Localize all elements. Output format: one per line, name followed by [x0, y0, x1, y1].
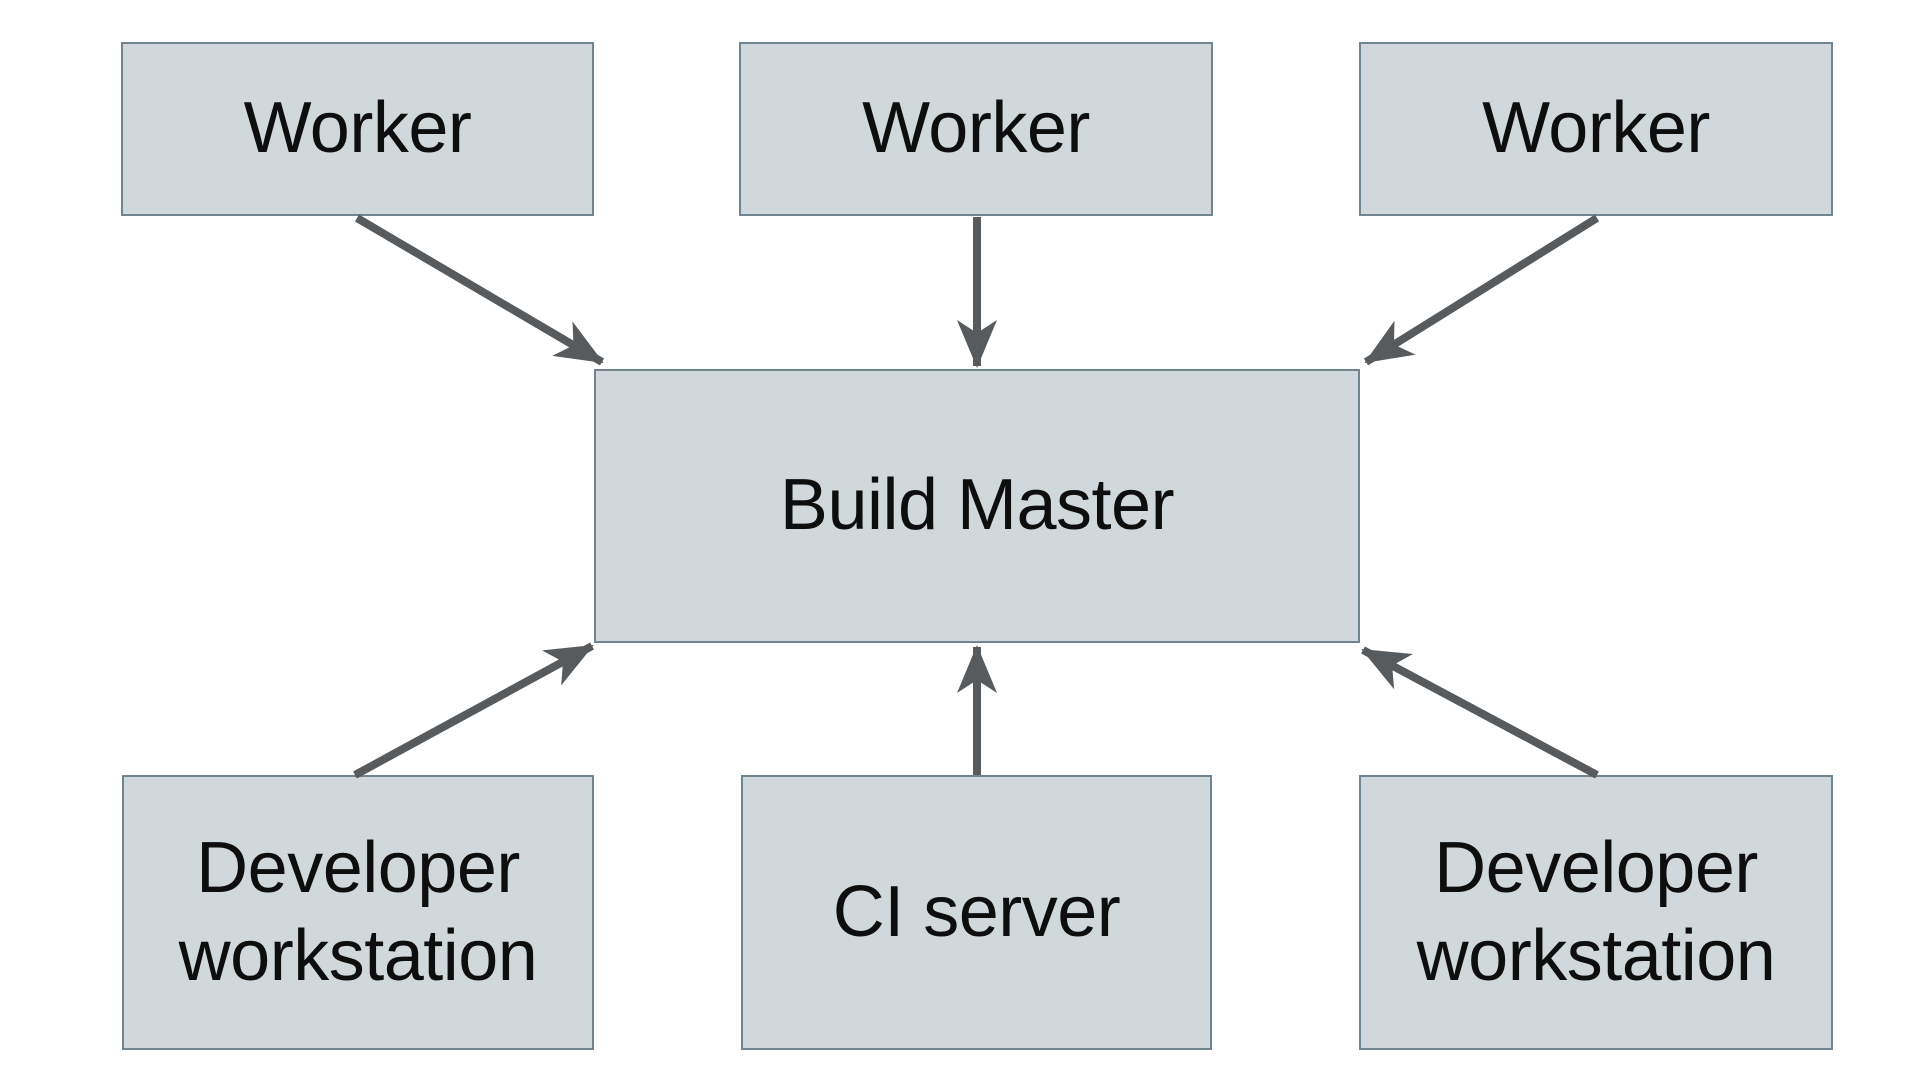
node-build-master-label: Build Master — [779, 465, 1175, 546]
node-worker-1: Worker — [121, 42, 594, 216]
node-developer-workstation-2: Developer workstation — [1359, 775, 1833, 1050]
node-developer-workstation-1: Developer workstation — [122, 775, 594, 1050]
edge-developer-workstation-2-to-build-master — [1361, 646, 1599, 779]
node-developer-workstation-2-label: Developer workstation — [1416, 827, 1776, 996]
node-worker-2-label: Worker — [862, 88, 1090, 169]
node-build-master: Build Master — [594, 369, 1360, 643]
edge-worker-3-to-build-master — [1363, 214, 1600, 366]
node-ci-server-label: CI server — [832, 871, 1121, 952]
edge-developer-workstation-1-to-build-master — [353, 642, 594, 779]
node-ci-server: CI server — [741, 775, 1212, 1050]
edge-worker-1-to-build-master — [354, 214, 605, 366]
node-worker-2: Worker — [739, 42, 1213, 216]
node-developer-workstation-1-label: Developer workstation — [178, 827, 538, 996]
node-worker-1-label: Worker — [243, 88, 472, 169]
node-worker-3: Worker — [1359, 42, 1833, 216]
node-worker-3-label: Worker — [1482, 88, 1710, 169]
